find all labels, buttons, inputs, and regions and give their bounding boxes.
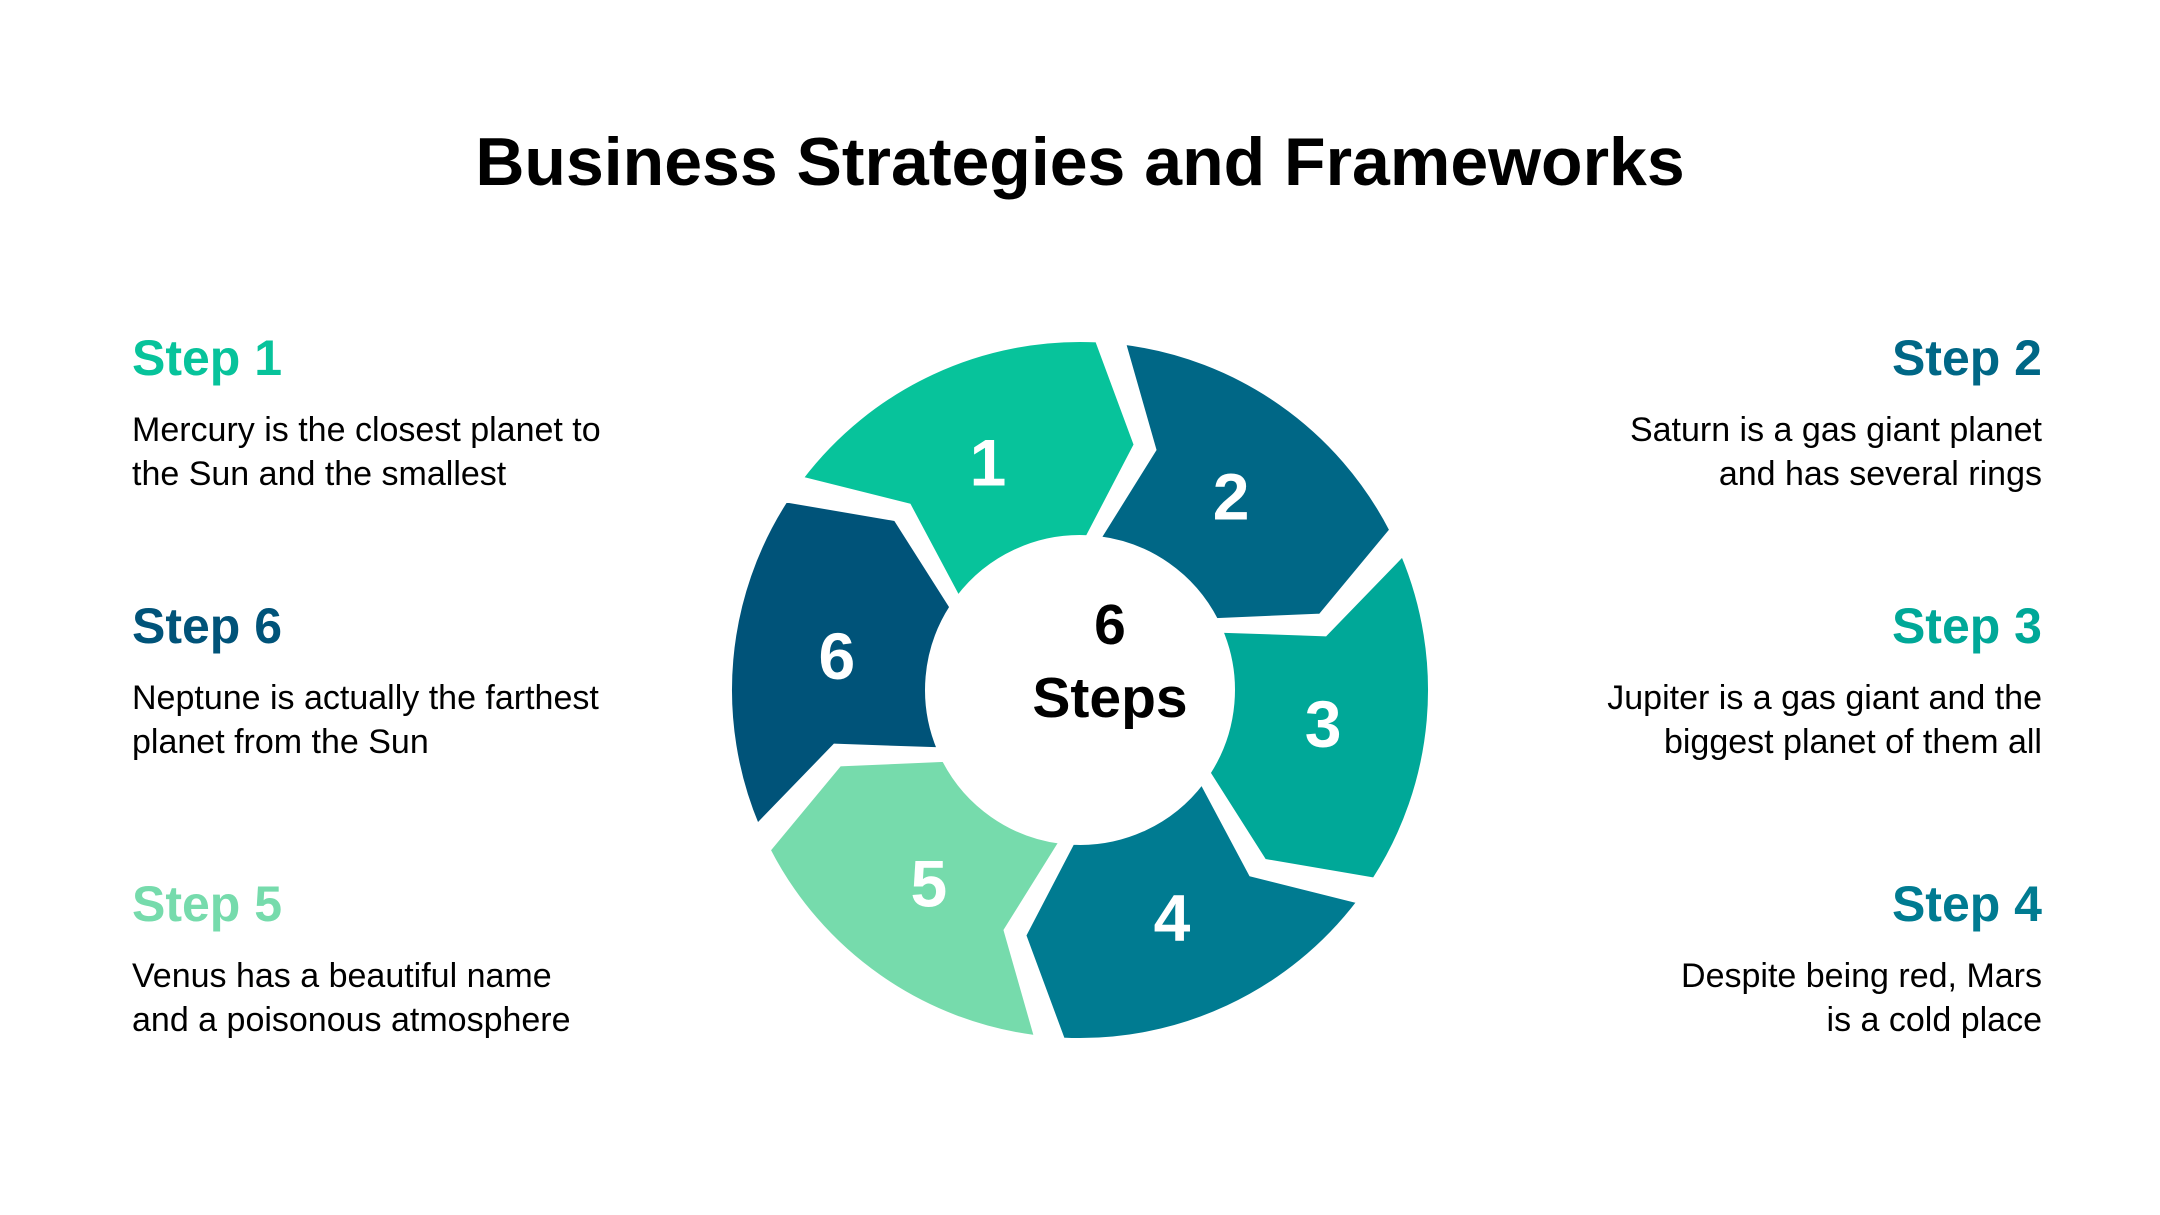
segment-3: 3 [1206,550,1433,882]
step-3-block: Step 3 Jupiter is a gas giant and the bi… [1482,596,2042,764]
step-2-description: Saturn is a gas giant planet and has sev… [1629,411,2042,493]
segment-3-shape [1206,550,1433,882]
segment-2-number: 2 [1213,460,1250,534]
cycle-diagram: 1 2 3 4 5 6 6 Steps [720,330,1440,1050]
step-1-description: Mercury is the closest planet to the Sun… [132,411,601,493]
step-4-title: Step 4 [1891,876,2042,932]
segment-3-number: 3 [1305,687,1342,761]
segment-6: 6 [727,498,954,830]
step-2-title: Step 2 [1891,330,2042,386]
step-5-title: Step 5 [132,876,283,932]
segment-5: 5 [766,757,1065,1040]
step-5-description: Venus has a beautiful name and a poisono… [132,957,571,1039]
segment-5-shape [766,757,1065,1040]
step-6-block: Step 6 Neptune is actually the farthest … [132,596,692,764]
center-label: 6 Steps [1032,593,1188,730]
step-3-description: Jupiter is a gas giant and the biggest p… [1607,679,2042,761]
segment-1-shape [797,337,1138,602]
step-5-block: Step 5 Venus has a beautiful name and a … [132,874,692,1042]
segment-2: 2 [1095,340,1394,623]
segment-1-number: 1 [970,425,1007,499]
step-6-description: Neptune is actually the farthest planet … [132,679,599,761]
segment-4: 4 [1022,778,1363,1043]
step-3-title: Step 3 [1891,598,2042,654]
slide-title: Business Strategies and Frameworks [475,124,1685,200]
segment-4-shape [1022,778,1363,1043]
segment-6-number: 6 [819,619,856,693]
cycle-diagram-svg: 1 2 3 4 5 6 [727,337,1433,1043]
segment-4-number: 4 [1154,881,1191,955]
segment-6-shape [727,498,954,830]
step-4-block: Step 4 Despite being red, Mars is a cold… [1482,874,2042,1042]
segment-5-number: 5 [911,847,948,921]
center-circle [929,539,1231,841]
step-1-title: Step 1 [132,330,283,386]
step-4-description: Despite being red, Mars is a cold place [1681,957,2042,1039]
segment-1: 1 [797,337,1138,602]
segment-2-shape [1095,340,1394,623]
step-2-block: Step 2 Saturn is a gas giant planet and … [1482,328,2042,496]
step-6-title: Step 6 [132,598,283,654]
step-1-block: Step 1 Mercury is the closest planet to … [132,328,692,496]
